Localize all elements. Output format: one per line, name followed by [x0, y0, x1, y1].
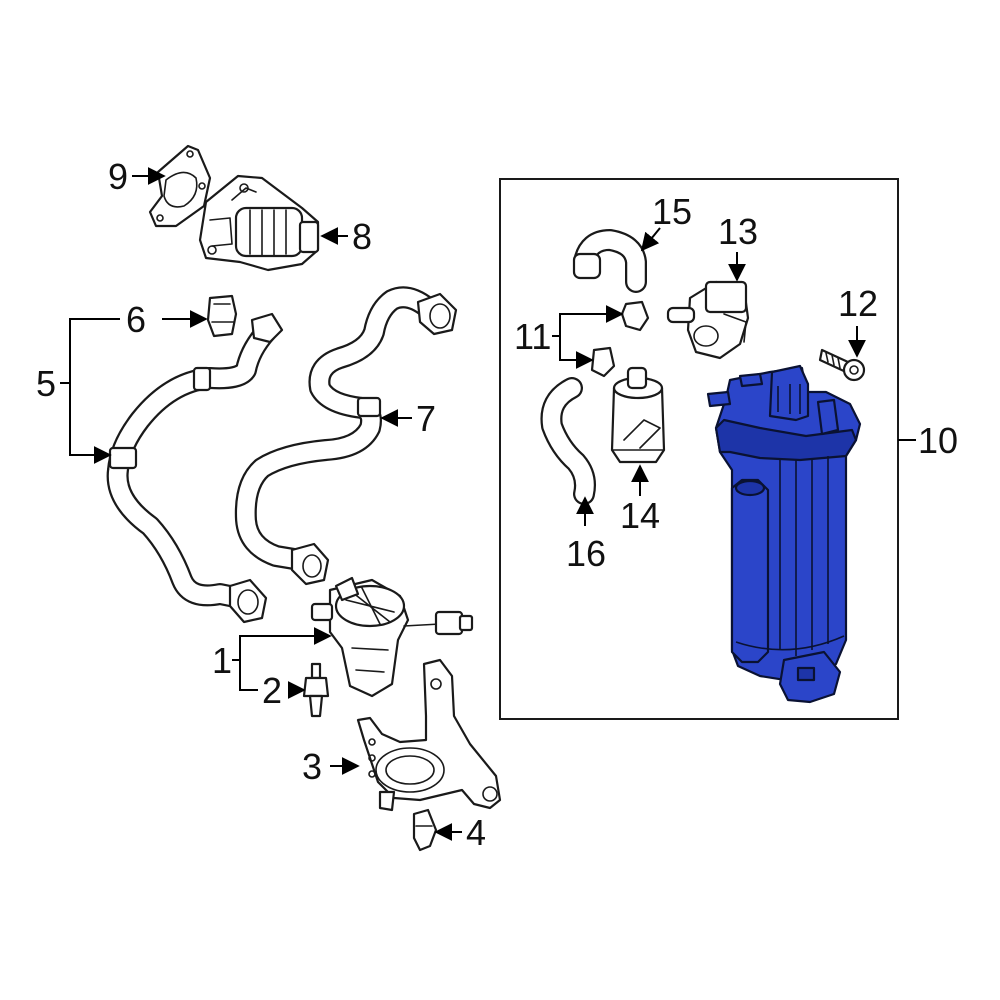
callout-3[interactable]: 3: [302, 746, 322, 787]
callout-12[interactable]: 12: [838, 283, 878, 324]
part-16-hose[interactable]: [540, 377, 596, 505]
callout-2[interactable]: 2: [262, 670, 282, 711]
callout-4[interactable]: 4: [466, 812, 486, 853]
part-7-hose[interactable]: [234, 286, 458, 586]
callout-16[interactable]: 16: [566, 533, 606, 574]
part-4-clip[interactable]: [412, 808, 438, 852]
callout-14[interactable]: 14: [620, 495, 660, 536]
callout-13[interactable]: 13: [718, 211, 758, 252]
part-8-valve-assembly[interactable]: [198, 174, 320, 272]
callout-11[interactable]: 11: [514, 316, 551, 357]
part-6-sensor[interactable]: [206, 294, 238, 338]
part-1-air-pump[interactable]: [310, 576, 474, 698]
part-5-hose[interactable]: [106, 312, 284, 624]
part-3-bracket[interactable]: [356, 658, 502, 812]
callout-10[interactable]: 10: [918, 420, 958, 461]
part-14-filter[interactable]: [610, 366, 666, 464]
callout-7[interactable]: 7: [416, 398, 436, 439]
callout-1[interactable]: 1: [212, 640, 232, 681]
part-11-clips[interactable]: [590, 300, 650, 378]
callout-5[interactable]: 5: [36, 363, 56, 404]
callout-labels: 9 8 6 5 7 1 2 3 4 10 11 12 13 15 14 16: [36, 156, 958, 853]
callout-9[interactable]: 9: [108, 156, 128, 197]
callout-15[interactable]: 15: [652, 191, 692, 232]
callout-8[interactable]: 8: [352, 216, 372, 257]
callout-6[interactable]: 6: [126, 299, 146, 340]
part-13-purge-valve[interactable]: [666, 280, 750, 360]
part-12-bolt[interactable]: [818, 348, 866, 382]
part-15-hose-elbow[interactable]: [572, 229, 647, 293]
part-2-fitting[interactable]: [302, 662, 330, 718]
part-9-gasket[interactable]: [148, 144, 212, 228]
part-10-charcoal-canister[interactable]: [706, 364, 862, 704]
leader-lines: [60, 167, 916, 841]
detail-inset-box: [499, 178, 899, 720]
